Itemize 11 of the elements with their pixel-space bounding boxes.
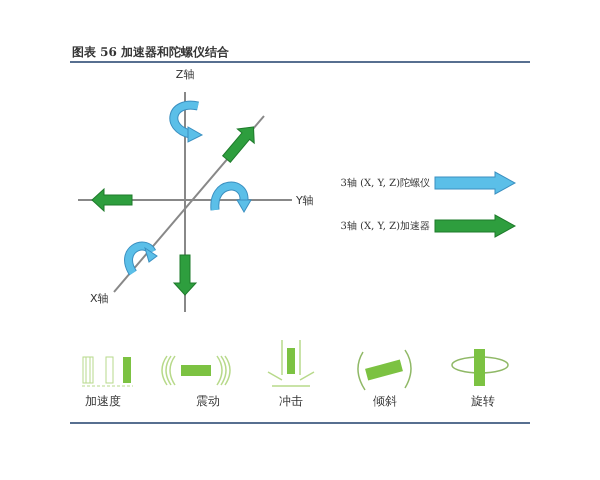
axis-label: Z轴 [176,67,194,82]
axis-label: X轴 [90,291,109,306]
impact-label: 冲击 [279,393,303,410]
acceleration-label: 加速度 [85,393,121,410]
vibration-label: 震动 [196,393,220,410]
rotation-label: 旋转 [471,393,495,410]
tilt-label: 倾斜 [373,393,397,410]
legend-label: 3轴 (X, Y, Z)加速器 [340,220,430,233]
axis-label: Y轴 [296,193,314,208]
figure-title: 图表 56 加速器和陀螺仪结合 [72,44,230,61]
legend-label: 3轴 (X, Y, Z)陀螺仪 [340,176,430,190]
